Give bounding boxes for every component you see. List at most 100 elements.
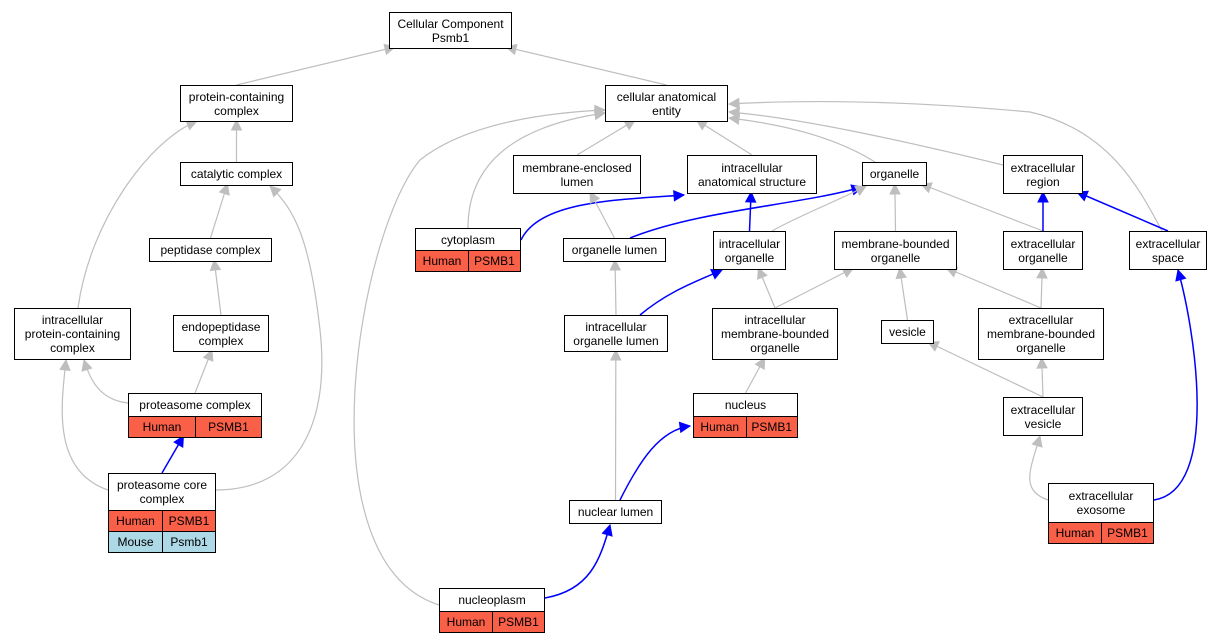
edge-membrane-enclosed-lumen-to-cellular-anatomical-entity xyxy=(576,119,636,156)
arrowhead-extracellular-vesicle-to-extracellular-membrane-bounded-organelle xyxy=(1036,356,1048,369)
edge-extracellular-membrane-bounded-organelle-to-membrane-bounded-organelle xyxy=(946,267,1042,309)
arrowhead-proteasome-complex-to-intracellular-protein-containing-complex xyxy=(81,358,93,372)
species-cell: Human xyxy=(694,417,746,437)
edge-cytoplasm-to-cellular-anatomical-entity xyxy=(467,112,606,229)
gene-symbol-cell: PSMB1 xyxy=(1101,523,1153,543)
node-label: peptidase complex xyxy=(160,243,261,257)
edge-intracellular-anatomical-structure-to-cellular-anatomical-entity xyxy=(696,119,753,156)
arrowhead-endopeptidase-complex-to-peptidase-complex xyxy=(209,258,222,272)
edge-organelle-lumen-to-organelle xyxy=(629,186,863,239)
node-label: protein-containing complex xyxy=(188,89,285,118)
edge-nucleoplasm-to-cellular-anatomical-entity xyxy=(353,109,606,606)
species-cell: Human xyxy=(1049,523,1101,543)
node-membrane-bounded-organelle[interactable]: membrane-bounded organelle xyxy=(834,231,957,270)
arrowhead-intracellular-organelle-lumen-to-intracellular-organelle xyxy=(710,269,724,280)
node-catalytic-complex[interactable]: catalytic complex xyxy=(180,162,293,186)
arrowhead-nucleoplasm-to-cellular-anatomical-entity xyxy=(594,104,607,117)
edge-cellular-anatomical-entity-to-cellular-component xyxy=(505,46,667,86)
arrowhead-intracellular-organelle-to-organelle xyxy=(854,185,867,197)
arrowhead-extracellular-exosome-to-extracellular-vesicle xyxy=(1031,434,1043,448)
node-membrane-enclosed-lumen[interactable]: membrane-enclosed lumen xyxy=(513,155,641,194)
edge-proteasome-core-complex-to-catalytic-complex xyxy=(215,185,323,491)
node-label: extracellular organelle xyxy=(1010,236,1076,265)
node-vesicle[interactable]: vesicle xyxy=(881,320,934,344)
arrowhead-intracellular-organelle-to-intracellular-anatomical-structure xyxy=(744,190,757,203)
edge-extracellular-space-to-cellular-anatomical-entity xyxy=(728,101,1163,232)
species-cell: Mouse xyxy=(109,532,162,552)
edge-extracellular-space-to-extracellular-region xyxy=(1076,191,1169,232)
node-label: extracellular membrane-bounded organelle xyxy=(986,313,1096,355)
gene-symbol-cell: PSMB1 xyxy=(745,417,797,437)
edge-intracellular-organelle-lumen-to-intracellular-organelle xyxy=(639,269,723,316)
node-label: endopeptidase complex xyxy=(181,319,261,348)
species-cell: Human xyxy=(129,417,195,437)
edge-cytoplasm-to-intracellular-anatomical-structure xyxy=(520,194,685,241)
node-intracellular-membrane-bounded-organelle[interactable]: intracellular membrane-bounded organelle xyxy=(712,308,838,360)
node-label: Cellular Component Psmb1 xyxy=(397,16,504,45)
node-extracellular-membrane-bounded-organelle[interactable]: extracellular membrane-bounded organelle xyxy=(978,308,1104,360)
arrowhead-vesicle-to-membrane-bounded-organelle xyxy=(895,266,908,280)
node-label: membrane-enclosed lumen xyxy=(522,160,632,189)
arrowhead-peptidase-complex-to-catalytic-complex xyxy=(218,182,230,196)
arrowhead-proteasome-core-complex-to-catalytic-complex xyxy=(269,185,282,198)
arrowhead-nucleus-to-intracellular-membrane-bounded-organelle xyxy=(754,357,766,370)
species-cell: Human xyxy=(109,511,162,531)
arrowhead-extracellular-region-to-cellular-anatomical-entity xyxy=(727,107,740,119)
arrowhead-extracellular-space-to-cellular-anatomical-entity xyxy=(727,97,740,110)
node-intracellular-organelle[interactable]: intracellular organelle xyxy=(713,231,786,270)
edge-intracellular-membrane-bounded-organelle-to-membrane-bounded-organelle xyxy=(774,267,854,309)
node-label: nucleoplasm xyxy=(458,593,526,607)
node-label: intracellular anatomical structure xyxy=(697,160,807,189)
node-label: extracellular region xyxy=(1010,160,1076,189)
edge-intracellular-protein-containing-complex-to-protein-containing-complex xyxy=(77,120,198,309)
node-intracellular-organelle-lumen[interactable]: intracellular organelle lumen xyxy=(564,315,668,352)
arrowhead-proteasome-core-complex-to-intracellular-protein-containing-complex xyxy=(59,358,71,372)
node-label: nucleus xyxy=(724,398,767,412)
node-extracellular-space[interactable]: extracellular space xyxy=(1129,231,1207,270)
node-label: cellular anatomical entity xyxy=(616,89,717,118)
node-label: proteasome complex xyxy=(139,398,251,412)
node-extracellular-region[interactable]: extracellular region xyxy=(1003,155,1083,194)
node-nuclear-lumen[interactable]: nuclear lumen xyxy=(569,500,662,524)
node-extracellular-vesicle[interactable]: extracellular vesicle xyxy=(1003,397,1083,436)
node-cellular-anatomical-entity[interactable]: cellular anatomical entity xyxy=(605,85,728,122)
arrowhead-nuclear-lumen-to-nucleus xyxy=(678,421,692,434)
node-extracellular-organelle[interactable]: extracellular organelle xyxy=(1003,231,1083,270)
edge-extracellular-exosome-to-extracellular-space xyxy=(1153,269,1198,501)
gene-symbol-cell: PSMB1 xyxy=(195,417,261,437)
node-protein-containing-complex[interactable]: protein-containing complex xyxy=(180,85,293,122)
edge-organelle-to-cellular-anatomical-entity xyxy=(728,117,876,163)
arrowhead-nuclear-lumen-to-intracellular-organelle-lumen xyxy=(609,348,622,361)
node-organelle[interactable]: organelle xyxy=(862,162,927,186)
node-label: extracellular space xyxy=(1135,236,1201,265)
gene-symbol-cell: PSMB1 xyxy=(162,511,215,531)
node-cellular-component[interactable]: Cellular Component Psmb1 xyxy=(389,12,512,49)
node-endopeptidase-complex[interactable]: endopeptidase complex xyxy=(173,315,269,352)
node-intracellular-anatomical-structure[interactable]: intracellular anatomical structure xyxy=(687,155,817,194)
node-organelle-lumen[interactable]: organelle lumen xyxy=(563,238,666,262)
node-label: intracellular membrane-bounded organelle xyxy=(720,313,830,355)
node-intracellular-protein-containing-complex[interactable]: intracellular protein-containing complex xyxy=(14,308,131,360)
arrowhead-proteasome-complex-to-endopeptidase-complex xyxy=(202,348,214,362)
arrowhead-intracellular-organelle-lumen-to-organelle-lumen xyxy=(609,258,622,271)
node-peptidase-complex[interactable]: peptidase complex xyxy=(149,238,272,262)
arrowhead-membrane-bounded-organelle-to-organelle xyxy=(889,182,901,195)
arrowhead-extracellular-membrane-bounded-organelle-to-extracellular-organelle xyxy=(1036,266,1048,279)
arrowhead-cytoplasm-to-intracellular-anatomical-structure xyxy=(673,190,686,202)
edge-extracellular-organelle-to-organelle xyxy=(920,183,1044,232)
node-label: nuclear lumen xyxy=(577,505,654,519)
gene-symbol-cell: PSMB1 xyxy=(468,251,520,271)
node-label: catalytic complex xyxy=(190,167,283,181)
gene-symbol-cell: PSMB1 xyxy=(492,612,544,632)
arrowhead-nucleoplasm-to-nuclear-lumen xyxy=(601,523,613,537)
